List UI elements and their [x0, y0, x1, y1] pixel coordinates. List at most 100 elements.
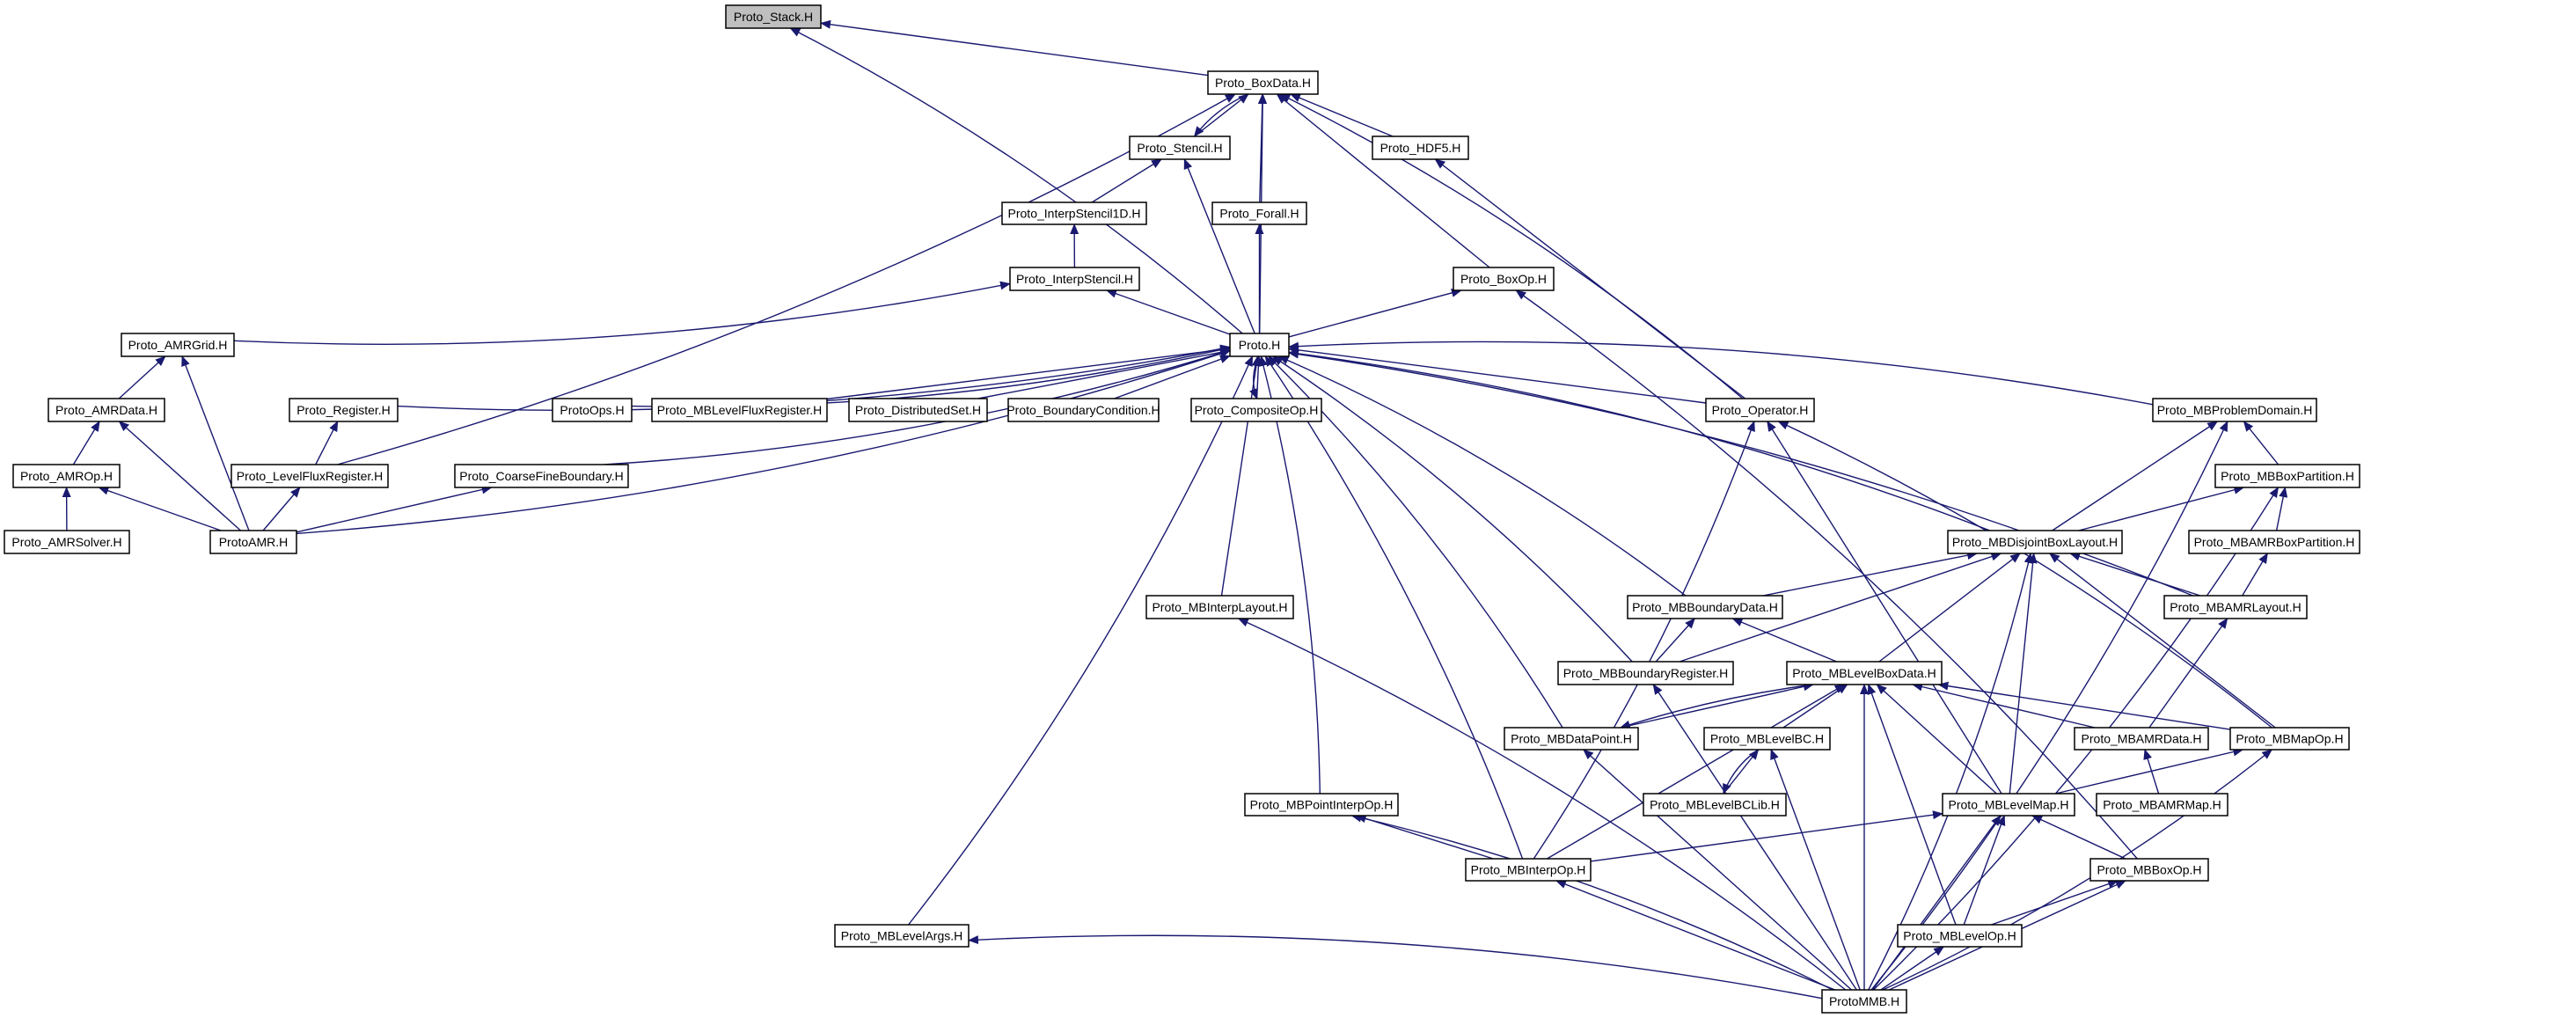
- node-box[interactable]: [2152, 398, 2317, 422]
- node-protoamr[interactable]: ProtoAMR.H: [209, 530, 297, 554]
- node-box[interactable]: [2188, 530, 2360, 554]
- node-box[interactable]: [1207, 70, 1319, 95]
- node-mbinterpop[interactable]: Proto_MBInterpOp.H: [1465, 858, 1592, 882]
- node-amrgrid[interactable]: Proto_AMRGrid.H: [121, 333, 235, 357]
- node-mblevelop[interactable]: Proto_MBLevelOp.H: [1897, 924, 2023, 948]
- node-mbamrdata[interactable]: Proto_MBAMRData.H: [2074, 727, 2209, 751]
- node-mblevelbc[interactable]: Proto_MBLevelBC.H: [1703, 727, 1831, 751]
- node-box[interactable]: [848, 398, 988, 422]
- node-stack[interactable]: Proto_Stack.H: [725, 4, 822, 29]
- node-box[interactable]: [1244, 793, 1399, 817]
- node-box[interactable]: [1190, 398, 1322, 422]
- node-box[interactable]: [725, 4, 822, 29]
- node-box[interactable]: [651, 398, 828, 422]
- node-box[interactable]: [1897, 924, 2023, 948]
- node-label: Proto_CompositeOp.H: [1195, 403, 1319, 417]
- node-box[interactable]: [1465, 858, 1592, 882]
- node-operator[interactable]: Proto_Operator.H: [1705, 398, 1815, 422]
- node-box[interactable]: [2229, 727, 2350, 751]
- node-box[interactable]: [1129, 135, 1231, 160]
- node-box[interactable]: [231, 464, 389, 488]
- node-mbdatapoint[interactable]: Proto_MBDataPoint.H: [1504, 727, 1639, 751]
- node-amrop[interactable]: Proto_AMROp.H: [12, 464, 121, 488]
- node-box[interactable]: [1947, 530, 2123, 554]
- node-box[interactable]: [834, 924, 970, 948]
- node-mbboxop[interactable]: Proto_MBBoxOp.H: [2089, 858, 2209, 882]
- node-box[interactable]: [121, 333, 235, 357]
- node-hdf5[interactable]: Proto_HDF5.H: [1372, 135, 1469, 160]
- node-protoops[interactable]: ProtoOps.H: [552, 398, 633, 422]
- node-box[interactable]: [552, 398, 633, 422]
- node-mblevelboxdata[interactable]: Proto_MBLevelBoxData.H: [1786, 661, 1943, 685]
- node-box[interactable]: [4, 530, 130, 554]
- edge-protommb-to-mbboxpartition: [1873, 487, 2280, 991]
- node-box[interactable]: [1229, 333, 1290, 357]
- node-mbamrboxpartition[interactable]: Proto_MBAMRBoxPartition.H: [2188, 530, 2360, 554]
- edge-mblevelmap-to-operator: [1767, 421, 2002, 795]
- node-box[interactable]: [209, 530, 297, 554]
- node-amrsolver[interactable]: Proto_AMRSolver.H: [4, 530, 130, 554]
- node-box[interactable]: [12, 464, 121, 488]
- node-mbpointinterpop[interactable]: Proto_MBPointInterpOp.H: [1244, 793, 1399, 817]
- edge-mbdatapoint-to-mblevelboxdata: [1620, 682, 1814, 729]
- node-label: Proto_AMRGrid.H: [128, 338, 228, 352]
- node-box[interactable]: [1786, 661, 1943, 685]
- node-distributedset[interactable]: Proto_DistributedSet.H: [848, 398, 988, 422]
- edge-protommb-to-mbmapop: [1882, 749, 2273, 991]
- node-mbboxpartition[interactable]: Proto_MBBoxPartition.H: [2214, 464, 2360, 488]
- node-mblevelbclib[interactable]: Proto_MBLevelBCLib.H: [1643, 793, 1787, 817]
- edge-amrdata-to-amrgrid: [118, 355, 166, 399]
- node-compositeop[interactable]: Proto_CompositeOp.H: [1190, 398, 1322, 422]
- node-forall[interactable]: Proto_Forall.H: [1211, 201, 1307, 225]
- node-mbproblemdomain[interactable]: Proto_MBProblemDomain.H: [2152, 398, 2317, 422]
- node-box[interactable]: [1504, 727, 1639, 751]
- node-levelfluxregister[interactable]: Proto_LevelFluxRegister.H: [231, 464, 389, 488]
- node-interpstencil[interactable]: Proto_InterpStencil.H: [1009, 267, 1140, 291]
- node-mbmapop[interactable]: Proto_MBMapOp.H: [2229, 727, 2350, 751]
- node-box[interactable]: [1001, 201, 1147, 225]
- node-mbinterplayout[interactable]: Proto_MBInterpLayout.H: [1145, 595, 1294, 619]
- node-box[interactable]: [454, 464, 629, 488]
- node-box[interactable]: [2214, 464, 2360, 488]
- node-box[interactable]: [1211, 201, 1307, 225]
- node-box[interactable]: [289, 398, 399, 422]
- node-proto[interactable]: Proto.H: [1229, 333, 1290, 357]
- node-mbboundarydata[interactable]: Proto_MBBoundaryData.H: [1627, 595, 1783, 619]
- node-box[interactable]: [1703, 727, 1831, 751]
- edge-mblevelargs-to-proto: [908, 355, 1254, 926]
- node-box[interactable]: [2096, 793, 2228, 817]
- node-box[interactable]: [2074, 727, 2209, 751]
- node-box[interactable]: [2089, 858, 2209, 882]
- node-box[interactable]: [1007, 398, 1160, 422]
- node-mbamrlayout[interactable]: Proto_MBAMRLayout.H: [2163, 595, 2308, 619]
- node-boxdata[interactable]: Proto_BoxData.H: [1207, 70, 1319, 95]
- node-box[interactable]: [1942, 793, 2075, 817]
- node-box[interactable]: [1627, 595, 1783, 619]
- node-boundarycondition[interactable]: Proto_BoundaryCondition.H: [1006, 398, 1160, 422]
- node-box[interactable]: [1145, 595, 1294, 619]
- node-coarsefineboundary[interactable]: Proto_CoarseFineBoundary.H: [454, 464, 629, 488]
- node-mblevelargs[interactable]: Proto_MBLevelArgs.H: [834, 924, 970, 948]
- node-mbboundaryregister[interactable]: Proto_MBBoundaryRegister.H: [1557, 661, 1734, 685]
- node-mbdisjointboxlayout[interactable]: Proto_MBDisjointBoxLayout.H: [1947, 530, 2123, 554]
- node-label: Proto_MBMapOp.H: [2236, 732, 2343, 746]
- node-amrdata[interactable]: Proto_AMRData.H: [48, 398, 165, 422]
- node-stencil[interactable]: Proto_Stencil.H: [1129, 135, 1231, 160]
- node-protommb[interactable]: ProtoMMB.H: [1821, 989, 1907, 1014]
- node-mblevelmap[interactable]: Proto_MBLevelMap.H: [1942, 793, 2075, 817]
- node-interpstencil1d[interactable]: Proto_InterpStencil1D.H: [1001, 201, 1147, 225]
- node-box[interactable]: [1009, 267, 1140, 291]
- node-box[interactable]: [1453, 267, 1555, 291]
- node-box[interactable]: [1705, 398, 1815, 422]
- node-register[interactable]: Proto_Register.H: [289, 398, 399, 422]
- node-box[interactable]: [1557, 661, 1734, 685]
- node-mbamrmap[interactable]: Proto_MBAMRMap.H: [2096, 793, 2228, 817]
- node-box[interactable]: [2163, 595, 2308, 619]
- node-box[interactable]: [1372, 135, 1469, 160]
- edge-protommb-to-mbpointinterpop: [1350, 813, 1833, 991]
- node-box[interactable]: [1821, 989, 1907, 1014]
- node-mblevelfluxregister[interactable]: Proto_MBLevelFluxRegister.H: [651, 398, 828, 422]
- node-box[interactable]: [48, 398, 165, 422]
- node-boxop[interactable]: Proto_BoxOp.H: [1453, 267, 1555, 291]
- node-box[interactable]: [1643, 793, 1787, 817]
